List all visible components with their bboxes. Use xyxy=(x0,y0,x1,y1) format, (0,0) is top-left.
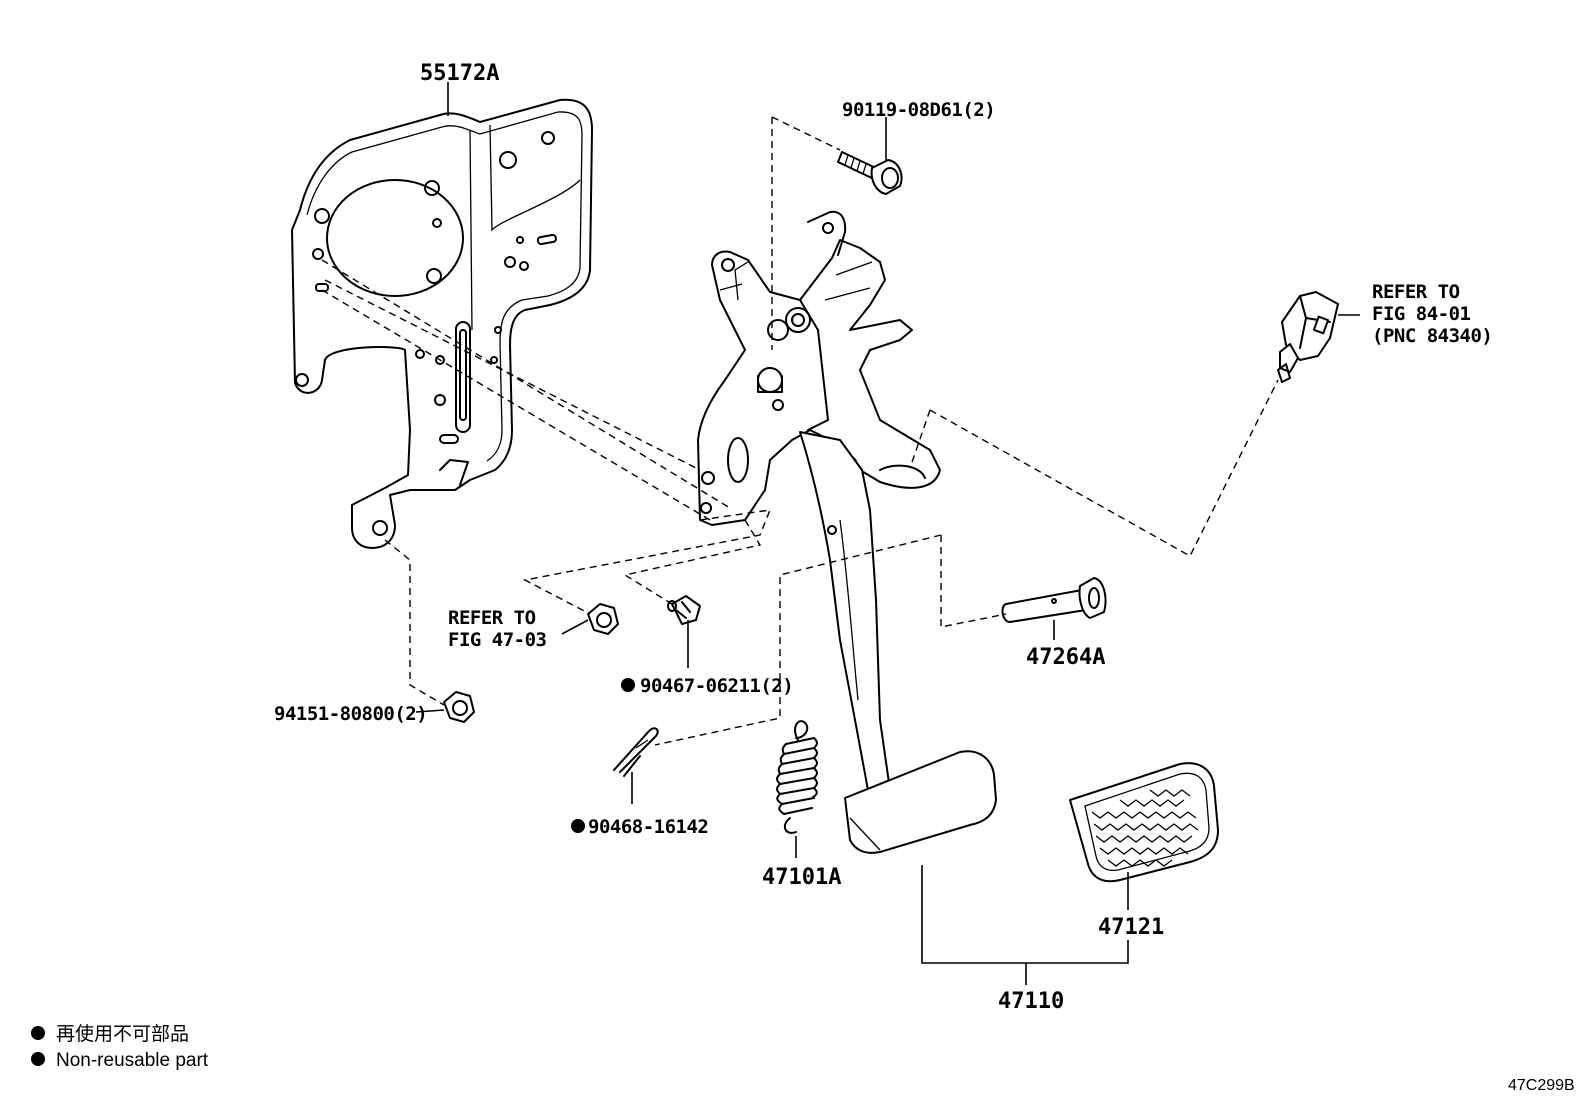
assembly-lines xyxy=(321,116,1279,746)
non-reusable-marker xyxy=(571,819,585,833)
legend-japanese: 再使用不可部品 xyxy=(56,1023,189,1045)
label-bracket: 55172A xyxy=(420,61,499,86)
label-spring: 47101A xyxy=(762,865,841,890)
label-nut: 94151-80800(2) xyxy=(274,703,427,725)
bolt-top xyxy=(837,151,903,195)
label-pad: 47121 xyxy=(1098,915,1164,940)
stop-lamp-switch xyxy=(1277,291,1339,383)
legend-bullet xyxy=(31,1052,45,1066)
brake-pedal-arm xyxy=(697,210,997,854)
nut-refer xyxy=(587,603,619,635)
pedal-pad xyxy=(1069,762,1219,883)
label-pedal-assy: 47110 xyxy=(998,989,1064,1014)
label-refer-47-line1: REFER TO xyxy=(448,607,536,629)
label-clip: 90468-16142 xyxy=(588,816,708,838)
figure-code: 47C299B xyxy=(1508,1077,1575,1094)
label-pin: 47264A xyxy=(1026,645,1105,670)
pedal-bracket xyxy=(291,98,593,549)
retaining-clip xyxy=(613,727,659,777)
return-spring xyxy=(776,720,818,834)
label-refer-84-line3: (PNC 84340) xyxy=(1372,325,1492,347)
label-refer-84-line2: FIG 84-01 xyxy=(1372,303,1471,325)
legend-bullet xyxy=(31,1026,45,1040)
label-refer-47-line2: FIG 47-03 xyxy=(448,629,547,651)
label-bolt-top: 90119-08D61(2) xyxy=(842,99,995,121)
bushing xyxy=(667,595,701,625)
leader-lines xyxy=(415,82,1360,985)
non-reusable-marker xyxy=(621,678,635,692)
label-bushing: 90467-06211(2) xyxy=(640,675,793,697)
nut-bracket xyxy=(443,691,475,723)
clevis-pin xyxy=(1001,577,1107,623)
legend-english: Non-reusable part xyxy=(56,1050,209,1071)
label-refer-84-line1: REFER TO xyxy=(1372,281,1460,303)
